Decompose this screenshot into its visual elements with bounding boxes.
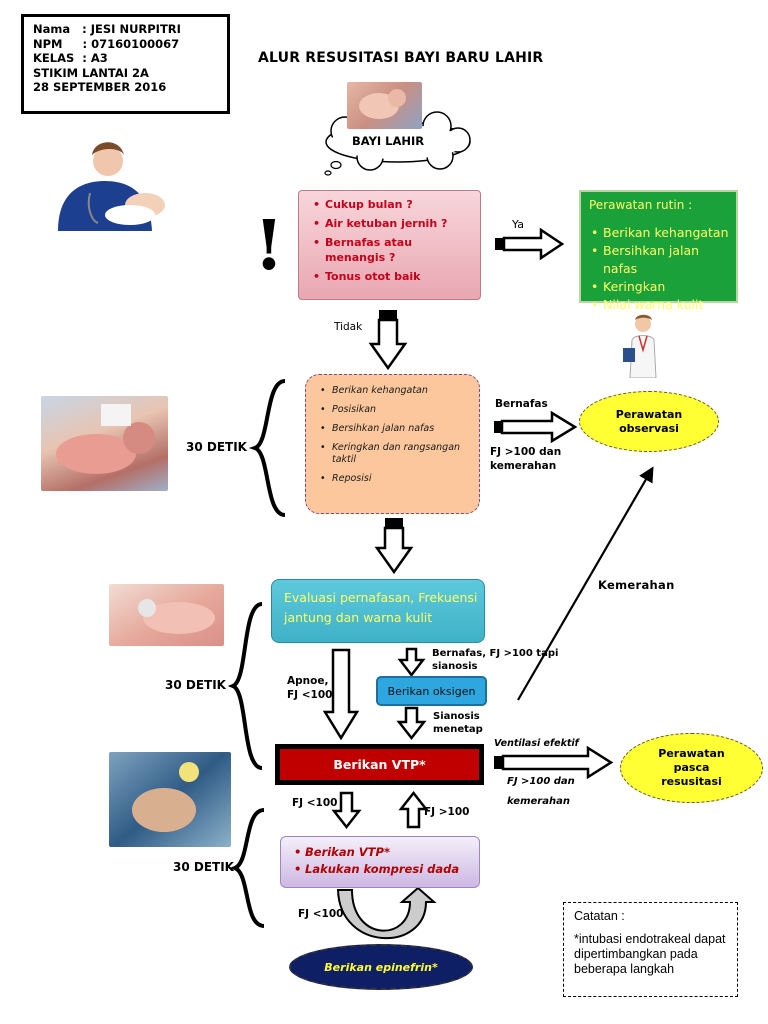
evaluation-box: Evaluasi pernafasan, Frekuensi jantung d…: [271, 579, 485, 643]
arrow-epinephrine-loop: [336, 886, 437, 940]
no-label: Tidak: [334, 321, 363, 333]
student-info-box: Nama : JESI NURPITRI NPM : 07160100067 K…: [21, 14, 230, 114]
duration-label-2: 30 DETIK: [165, 678, 226, 692]
observation-care: Perawatan observasi: [579, 391, 719, 452]
post-resus-line3: resusitasi: [661, 775, 722, 788]
brace-group: [227, 379, 286, 928]
question-item: Bernafas atau menangis ?: [313, 235, 472, 265]
info-name: Nama : JESI NURPITRI: [33, 22, 181, 36]
routine-care-title: Perawatan rutin :: [589, 198, 693, 212]
info-npm: NPM : 07160100067: [33, 36, 180, 51]
info-class: KELAS : A3: [33, 51, 108, 65]
nurse-holding-baby-photo: [50, 133, 168, 231]
brace-3: [229, 808, 265, 928]
question-item: Cukup bulan ?: [313, 197, 472, 212]
note-text: *intubasi endotrakeal dapat dipertimbang…: [574, 932, 726, 976]
kemerahan-label: Kemerahan: [598, 578, 675, 592]
breathing-label: Bernafas: [495, 398, 548, 410]
persist-label-2: menetap: [433, 724, 483, 735]
newborn-photo: [347, 82, 422, 129]
cyanosis-label-1: Bernafas, FJ >100 tapi: [432, 648, 559, 659]
post-resus-line1: Perawatan: [658, 747, 725, 760]
compression-box: Berikan VTP* Lakukan kompresi dada: [280, 836, 480, 888]
arrow-fj-lt100: [331, 791, 362, 830]
arrow-to-oxygen: [397, 647, 426, 678]
start-label: BAYI LAHIR: [352, 134, 425, 148]
routine-care-item: Berikan kehangatan: [591, 224, 736, 242]
assessment-questions-box: Cukup bulan ? Air ketuban jernih ? Berna…: [298, 190, 481, 300]
vtp-label: Berikan VTP*: [280, 749, 479, 780]
arrow-kemerahan: [517, 466, 654, 701]
question-item: Tonus otot baik: [313, 269, 472, 284]
initial-steps-box: Berikan kehangatan Posisikan Bersihkan j…: [305, 374, 480, 514]
compression-step: Berikan VTP*: [294, 844, 479, 861]
yes-label: Ya: [512, 218, 524, 231]
effective-label: Ventilasi efektif: [494, 738, 579, 749]
question-item: Air ketuban jernih ?: [313, 216, 472, 231]
persist-label-1: Sianosis: [433, 711, 480, 722]
note-box: Catatan : *intubasi endotrakeal dapat di…: [563, 902, 738, 997]
fj-lt100-label: FJ <100: [292, 797, 338, 809]
fj-lt100-label-b: FJ <100: [298, 908, 344, 920]
brace-1: [248, 379, 286, 517]
initial-step: Keringkan dan rangsangan taktil: [320, 442, 475, 466]
post-resuscitation-care: Perawatan pasca resusitasi: [620, 733, 763, 803]
note-title: Catatan :: [574, 909, 625, 923]
arrow-effective: [494, 745, 614, 780]
arrow-bernafas: [494, 410, 578, 444]
brace-2: [227, 602, 263, 770]
routine-care-box: Perawatan rutin : Berikan kehangatan Ber…: [579, 190, 738, 314]
routine-care-item: Nilai warna kulit: [591, 296, 736, 314]
baby-care-photo-3: [109, 752, 231, 847]
info-date: 28 SEPTEMBER 2016: [33, 80, 167, 94]
oxygen-box: Berikan oksigen: [376, 676, 487, 706]
info-campus: STIKIM LANTAI 2A: [33, 65, 149, 80]
initial-step: Berikan kehangatan: [320, 385, 475, 397]
compression-step: Lakukan kompresi dada: [294, 861, 479, 878]
exclamation-icon: !: [254, 206, 284, 286]
arrow-to-evaluation: [374, 518, 414, 575]
arrow-ya: [495, 227, 565, 261]
arrow-persist: [396, 706, 427, 741]
observation-line1: Perawatan: [615, 407, 683, 421]
initial-step: Reposisi: [320, 473, 475, 485]
routine-care-item: Keringkan: [591, 278, 736, 296]
duration-label-3: 30 DETIK: [173, 860, 234, 874]
baby-care-photo-1: [41, 396, 168, 491]
arrow-fj-gt100: [398, 790, 429, 829]
fj-italic-label-2: kemerahan: [507, 796, 570, 807]
cyanosis-label-2: sianosis: [432, 661, 478, 672]
arrow-apnoe: [322, 648, 360, 741]
initial-step: Posisikan: [320, 404, 475, 416]
vtp-box: Berikan VTP*: [275, 744, 484, 785]
apnoe-label-1: Apnoe,: [287, 675, 329, 687]
arrow-tidak: [368, 310, 408, 371]
doctor-icon: [622, 312, 664, 379]
observation-line2: observasi: [619, 421, 679, 435]
fj-label-2: kemerahan: [490, 460, 557, 472]
apnoe-label-2: FJ <100: [287, 689, 333, 701]
initial-step: Bersihkan jalan nafas: [320, 423, 475, 435]
baby-care-photo-2: [109, 584, 224, 646]
fj-label-1: FJ >100 dan: [490, 446, 562, 458]
fj-italic-label-1: FJ >100 dan: [507, 776, 575, 787]
duration-label-1: 30 DETIK: [186, 440, 247, 454]
post-resus-line2: pasca: [673, 761, 710, 774]
diagram-title: ALUR RESUSITASI BAYI BARU LAHIR: [258, 50, 544, 66]
epinephrine-box: Berikan epinefrin*: [289, 944, 473, 990]
routine-care-item: Bersihkan jalan nafas: [591, 242, 736, 278]
fj-gt100-label: FJ >100: [424, 806, 470, 818]
